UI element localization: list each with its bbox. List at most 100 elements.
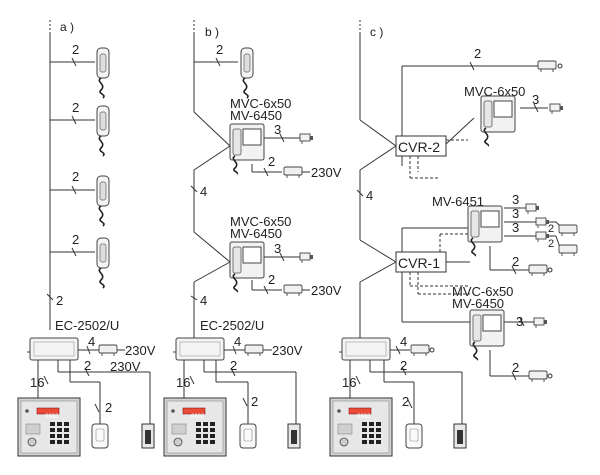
card-reader-icon — [91, 423, 109, 449]
door-station-panel — [17, 397, 81, 457]
controller-box — [26, 337, 79, 361]
monitor-model-label: MV-6450 — [230, 108, 282, 123]
lock-icon — [528, 264, 548, 277]
controller-box — [338, 337, 391, 361]
lock-icon — [283, 284, 303, 297]
cvr1-label: CVR-1 — [398, 255, 440, 271]
lock-icon — [528, 370, 548, 383]
video-monitor-icon — [480, 95, 516, 147]
handset-icon — [96, 47, 110, 99]
wire-count: 2 — [72, 232, 79, 247]
wire-count: 2 — [230, 358, 237, 373]
panel-a: a ) 2 2 2 2 2 EC-2502/U 4 230V — [17, 20, 156, 457]
card-reader-icon — [239, 423, 257, 449]
supply-label: 230V — [311, 283, 342, 298]
cvr2-label: CVR-2 — [398, 139, 440, 155]
lock-icon — [244, 344, 264, 357]
camera-icon — [299, 133, 314, 145]
wire-count: 4 — [200, 184, 207, 199]
supply-label: 230V — [311, 165, 342, 180]
wire-count: 2 — [548, 238, 554, 250]
wire-count: 3 — [532, 92, 539, 107]
wire-count: 2 — [512, 360, 519, 375]
panel-a-label: a ) — [60, 20, 74, 34]
lock-icon — [98, 344, 118, 357]
handset-icon — [96, 175, 110, 227]
panel-b-label: b ) — [205, 25, 219, 39]
handset-icon — [240, 47, 254, 99]
panel-b: b ) 2 MVC-6x50 MV-6450 3 — [163, 20, 342, 457]
wire-count: 2 — [512, 254, 519, 269]
wire-count: 16 — [176, 375, 190, 390]
cvr1-box — [395, 251, 447, 273]
wire-count: 2 — [548, 223, 554, 235]
wire-count: 2 — [402, 394, 409, 409]
monitor-model-label: MVC-6x50 — [230, 214, 291, 229]
electric-lock-icon — [141, 423, 155, 449]
controller-label: EC-2502/U — [200, 318, 264, 333]
monitor-model-label: MV-6450 — [452, 296, 504, 311]
controller-box — [172, 337, 225, 361]
wire-count: 2 — [251, 394, 258, 409]
lock-icon — [410, 344, 430, 357]
door-station-panel — [163, 397, 227, 457]
lock-icon — [537, 60, 557, 73]
camera-icon — [549, 103, 564, 115]
camera-icon — [525, 203, 540, 215]
monitor-model-label: MV-6451 — [432, 194, 484, 209]
lock-icon — [558, 244, 578, 257]
electric-lock-icon — [453, 423, 467, 449]
supply-label: 230V — [272, 343, 303, 358]
wire-count: 4 — [234, 334, 241, 349]
video-monitor-icon — [229, 241, 265, 293]
wire-count: 2 — [84, 358, 91, 373]
wire-count: 2 — [474, 46, 481, 61]
wire-count: 2 — [72, 100, 79, 115]
handset-icon — [96, 105, 110, 157]
panel-c: c ) — [329, 20, 578, 457]
handset-icon — [96, 237, 110, 289]
wire-count: 3 — [516, 314, 523, 329]
wire-count: 2 — [268, 154, 275, 169]
wire-count: 2 — [72, 169, 79, 184]
wire-count: 16 — [342, 375, 356, 390]
controller-label: EC-2502/U — [55, 318, 119, 333]
camera-icon — [533, 317, 548, 329]
wire-count: 4 — [200, 293, 207, 308]
monitor-model-label: MV-6450 — [230, 226, 282, 241]
supply-label: 230V — [110, 359, 141, 374]
video-monitor-icon — [467, 205, 503, 257]
supply-label: 230V — [125, 343, 156, 358]
monitor-model-label: MVC-6x50 — [230, 96, 291, 111]
wire-count: 16 — [30, 375, 44, 390]
keypad-display: 8888 — [45, 414, 59, 420]
wire-count: 2 — [72, 42, 79, 57]
lock-icon — [283, 166, 303, 179]
wire-count: 4 — [88, 334, 95, 349]
wire-count: 4 — [366, 188, 373, 203]
wire-count: 3 — [512, 220, 519, 235]
wire-count: 3 — [274, 122, 281, 137]
wire-count: 3 — [512, 206, 519, 221]
cvr2-box — [395, 135, 447, 157]
electric-lock-icon — [287, 423, 301, 449]
camera-icon — [299, 252, 314, 264]
video-monitor-icon — [469, 309, 505, 361]
wire-count: 2 — [216, 42, 223, 57]
panel-c-label: c ) — [370, 25, 383, 39]
video-monitor-icon — [229, 123, 265, 175]
wire-count: 3 — [274, 241, 281, 256]
wire-count: 2 — [400, 358, 407, 373]
wire-count: 3 — [512, 192, 519, 207]
wire-count: 2 — [56, 293, 63, 308]
wire-count: 2 — [105, 400, 112, 415]
wire-count: 2 — [268, 272, 275, 287]
monitor-model-label: MVC-6x50 — [464, 84, 525, 99]
card-reader-icon — [405, 423, 423, 449]
keypad-display: 8888 — [191, 414, 205, 420]
wire-count: 4 — [400, 334, 407, 349]
lock-icon — [558, 224, 578, 237]
door-station-panel — [329, 397, 393, 457]
keypad-display: 8888 — [357, 414, 371, 420]
